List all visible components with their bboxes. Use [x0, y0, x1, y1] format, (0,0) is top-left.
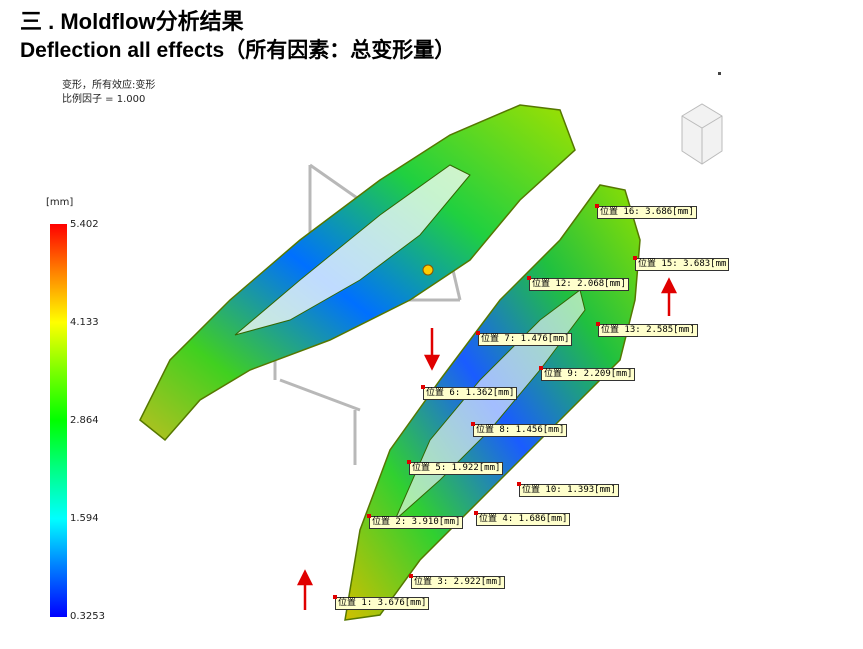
legend-tick: 2.864	[70, 415, 99, 426]
page-subtitle: Deflection all effects（所有因素：总变形量）	[20, 39, 456, 62]
deflection-arrow	[660, 277, 678, 316]
deflection-arrow	[423, 328, 441, 371]
probe-label: 位置 5: 1.922[mm]	[406, 460, 504, 475]
probe-label: 位置 10: 1.393[mm]	[517, 482, 619, 497]
probe-label: 位置 3: 2.922[mm]	[408, 574, 506, 589]
probe-label: 位置 15: 3.683[mm	[632, 256, 730, 271]
gate-marker	[422, 264, 434, 276]
view-cube-icon[interactable]	[680, 96, 725, 166]
viewport-corner-mark	[718, 72, 721, 75]
probe-label: 位置 16: 3.686[mm]	[595, 204, 697, 219]
result-name: 变形，所有效应:变形	[62, 80, 156, 91]
probe-label: 位置 4: 1.686[mm]	[473, 511, 571, 526]
probe-label: 位置 8: 1.456[mm]	[470, 422, 568, 437]
probe-label: 位置 13: 2.585[mm]	[596, 322, 698, 337]
deflection-arrow	[296, 569, 314, 610]
probe-label: 位置 2: 3.910[mm]	[366, 514, 464, 529]
legend-tick: 1.594	[70, 513, 99, 524]
probe-label: 位置 1: 3.676[mm]	[332, 595, 430, 610]
probe-label: 位置 12: 2.068[mm]	[527, 276, 629, 291]
legend-tick: 4.133	[70, 317, 99, 328]
probe-label: 位置 6: 1.362[mm]	[420, 385, 518, 400]
color-legend-bar	[50, 224, 67, 617]
legend-tick-max: 5.402	[70, 219, 99, 230]
probe-label: 位置 7: 1.476[mm]	[475, 331, 573, 346]
legend-unit: [mm]	[46, 197, 74, 208]
left-part-opening	[234, 164, 471, 336]
scale-factor: 比例因子 = 1.000	[62, 94, 146, 105]
probe-label: 位置 9: 2.209[mm]	[538, 366, 636, 381]
page-title: 三 . Moldflow分析结果	[20, 9, 244, 34]
legend-tick-min: 0.3253	[70, 611, 105, 622]
